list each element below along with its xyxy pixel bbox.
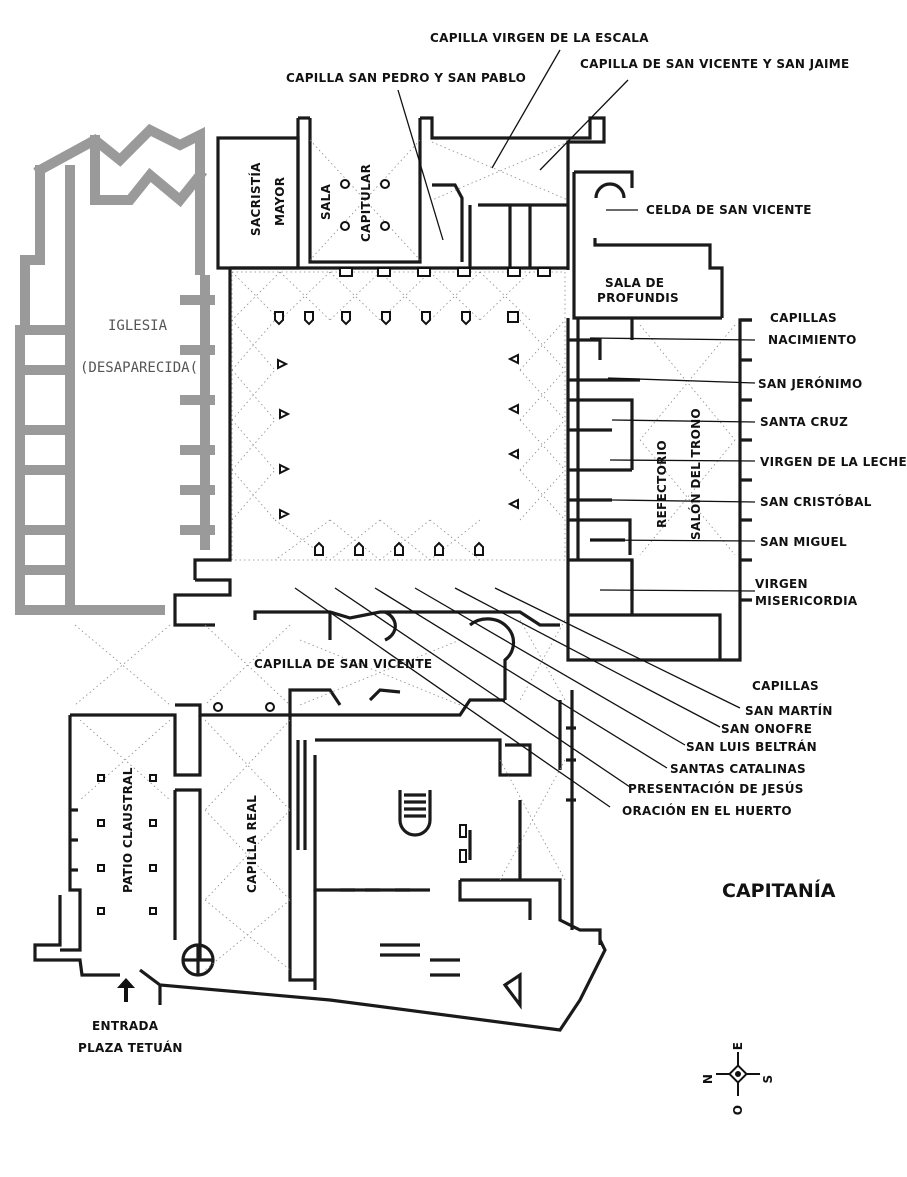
label-san-jeronimo: SAN JERÓNIMO <box>758 376 863 391</box>
label-capilla-virgen-escala: CAPILLA VIRGEN DE LA ESCALA <box>430 31 649 45</box>
compass-s: S <box>761 1075 775 1084</box>
label-iglesia-desaparecida: (DESAPARECIDA( <box>80 360 198 376</box>
label-profundis: PROFUNDIS <box>597 291 679 305</box>
label-santa-cruz: SANTA CRUZ <box>760 415 848 429</box>
label-capilla-san-pedro-san-pablo: CAPILLA SAN PEDRO Y SAN PABLO <box>286 71 526 85</box>
label-salon-trono: SALÓN DEL TRONO <box>688 408 703 540</box>
label-presentacion-jesus: PRESENTACIÓN DE JESÚS <box>628 781 804 796</box>
label-capillas-south: CAPILLAS <box>752 679 819 693</box>
label-sala: SALA <box>319 184 333 220</box>
label-refectorio: REFECTORIO <box>655 440 669 528</box>
label-misericordia: MISERICORDIA <box>755 594 858 608</box>
building-walls <box>33 116 752 1032</box>
label-virgen-leche: VIRGEN DE LA LECHE <box>760 455 907 469</box>
label-entrada: ENTRADA <box>92 1019 159 1033</box>
label-capillas-east: CAPILLAS <box>770 311 837 325</box>
cloister-piers <box>97 179 551 915</box>
label-capitular: CAPITULAR <box>359 164 373 242</box>
compass-o: O <box>731 1105 745 1116</box>
label-capilla-real: CAPILLA REAL <box>245 795 259 893</box>
label-celda-san-vicente: CELDA DE SAN VICENTE <box>646 203 812 217</box>
label-capilla-san-vicente-san-jaime: CAPILLA DE SAN VICENTE Y SAN JAIME <box>580 57 850 71</box>
vault-pattern <box>74 139 736 971</box>
compass-e: E <box>731 1042 745 1051</box>
label-santas-catalinas: SANTAS CATALINAS <box>670 762 806 776</box>
label-iglesia: IGLESIA <box>108 318 168 334</box>
label-virgen: VIRGEN <box>755 577 808 591</box>
room-labels: CAPILLA VIRGEN DE LA ESCALA CAPILLA DE S… <box>78 31 907 1055</box>
label-sacristia: SACRISTÍA <box>248 162 263 236</box>
label-sala-de: SALA DE <box>605 276 664 290</box>
leader-lines <box>294 49 756 808</box>
arrow-up-icon <box>117 978 135 1002</box>
compass-rose-icon: N S E O <box>701 1042 775 1116</box>
label-plaza-tetuan: PLAZA TETUÁN <box>78 1040 183 1055</box>
label-san-cristobal: SAN CRISTÓBAL <box>760 494 872 509</box>
label-san-luis-beltran: SAN LUIS BELTRÁN <box>686 739 817 754</box>
label-sacristia-mayor: MAYOR <box>273 177 287 226</box>
compass-n: N <box>701 1074 715 1084</box>
label-oracion-huerto: ORACIÓN EN EL HUERTO <box>622 803 792 818</box>
disappeared-church-outline <box>15 123 215 615</box>
label-patio-claustral: PATIO CLAUSTRAL <box>121 767 135 893</box>
label-capilla-san-vicente: CAPILLA DE SAN VICENTE <box>254 657 432 671</box>
label-san-martin: SAN MARTÍN <box>745 703 833 718</box>
label-nacimiento: NACIMIENTO <box>768 333 857 347</box>
label-san-onofre: SAN ONOFRE <box>721 722 812 736</box>
label-san-miguel: SAN MIGUEL <box>760 535 847 549</box>
label-capitania: CAPITANÍA <box>722 879 836 902</box>
